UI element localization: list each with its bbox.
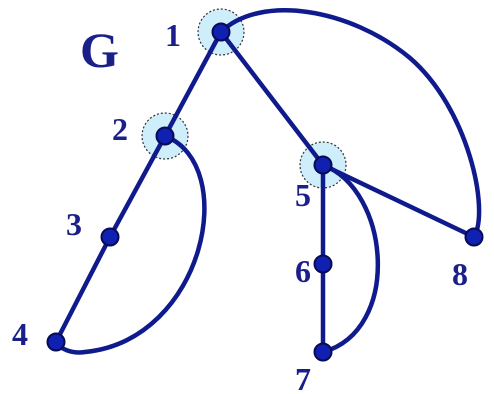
edge-2-3 — [107, 133, 168, 240]
label-layer: 1 2 3 4 5 6 7 8 — [12, 17, 468, 394]
node-5 — [313, 155, 333, 175]
edge-3-4 — [53, 234, 113, 345]
node-3 — [100, 227, 120, 247]
node-layer — [46, 22, 484, 362]
node-label-5: 5 — [295, 177, 311, 213]
node-label-1: 1 — [165, 17, 181, 53]
edge-1-2 — [162, 29, 224, 139]
node-label-4: 4 — [12, 316, 28, 352]
edge-5-7 — [320, 162, 380, 355]
edge-1-5 — [218, 29, 326, 168]
edge-2-4 — [53, 133, 207, 355]
node-2 — [155, 126, 175, 146]
node-label-6: 6 — [295, 253, 311, 289]
node-7 — [313, 342, 333, 362]
node-label-7: 7 — [295, 361, 311, 394]
graph-title: G — [80, 22, 119, 78]
node-8 — [464, 227, 484, 247]
node-label-3: 3 — [66, 206, 82, 242]
edge-1-8 — [218, 8, 482, 240]
node-4 — [46, 332, 66, 352]
edge-layer — [53, 8, 482, 355]
edge-5-8 — [320, 162, 477, 240]
node-label-8: 8 — [452, 256, 468, 292]
node-label-2: 2 — [112, 111, 128, 147]
node-1 — [211, 22, 231, 42]
node-6 — [313, 254, 333, 274]
